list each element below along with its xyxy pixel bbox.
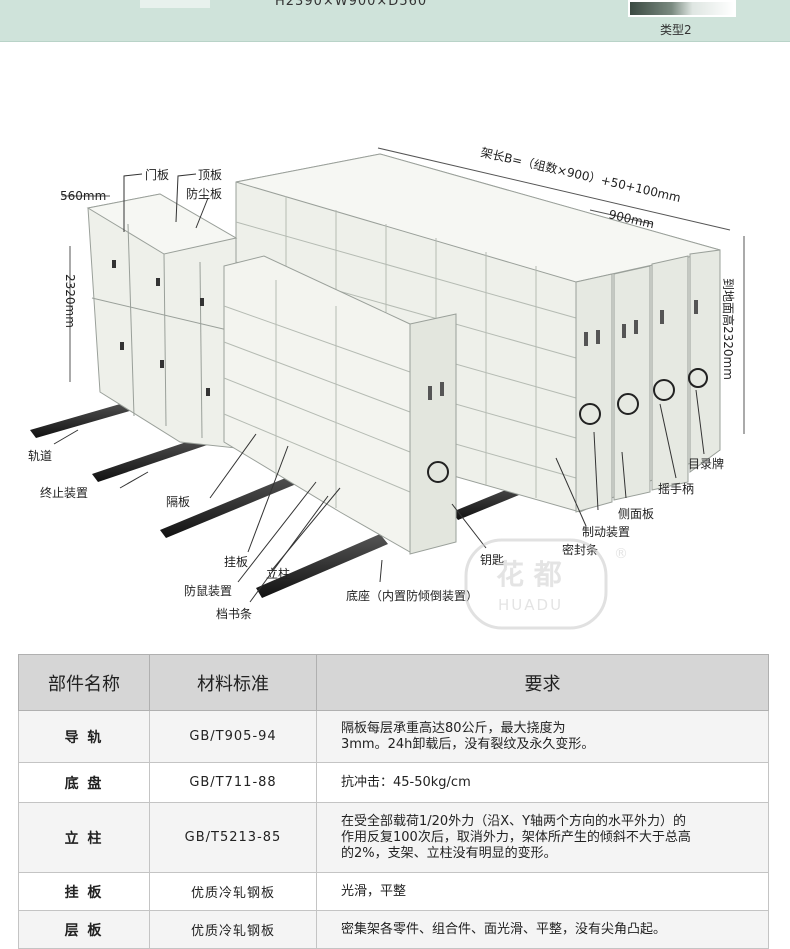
label-dust-panel: 防尘板 xyxy=(186,186,222,201)
front-open-shelf-unit xyxy=(223,255,457,555)
requirement-line: 抗冲击：45-50kg/cm xyxy=(341,774,471,790)
label-stop-device: 终止装置 xyxy=(40,485,88,500)
label-post: 立柱 xyxy=(266,566,290,581)
row-name: 立 柱 xyxy=(18,802,150,873)
previous-product-image-fragment xyxy=(140,0,210,8)
table-header-row: 部件名称 材料标准 要求 xyxy=(18,654,769,711)
dimension-spec-text: H2390×W900×D560 xyxy=(275,0,428,9)
label-rail: 轨道 xyxy=(28,449,52,463)
label-partition: 隔板 xyxy=(166,495,190,509)
label-directory-card: 目录牌 xyxy=(688,457,724,471)
label-anti-rodent: 防鼠装置 xyxy=(184,583,232,598)
label-hanging-plate: 挂板 xyxy=(224,555,248,569)
label-depth: 560mm xyxy=(60,189,106,203)
row-requirement: 隔板每层承重高达80公斤，最大挠度为 3mm。24h卸载后，没有裂纹及永久变形。 xyxy=(316,710,769,763)
requirement-line: 的2%，支架、立柱没有明显的变形。 xyxy=(341,845,557,861)
row-requirement: 抗冲击：45-50kg/cm xyxy=(316,762,769,803)
label-key: 钥匙 xyxy=(480,553,504,567)
table-row: 层 板 优质冷轧钢板 密集架各零件、组合件、面光滑、平整，没有尖角凸起。 xyxy=(18,910,769,949)
row-name: 层 板 xyxy=(18,910,150,949)
label-floor-height: 到地面高2320mm xyxy=(721,278,736,380)
watermark-en: HUADU xyxy=(498,596,563,614)
table-row: 立 柱 GB/T5213-85 在受全部载荷1/20外力（沿X、Y轴两个方向的水… xyxy=(18,802,769,873)
label-base: 底座（内置防倾倒装置） xyxy=(346,588,478,603)
row-material: 优质冷轧钢板 xyxy=(149,872,317,911)
header-requirements: 要求 xyxy=(316,654,769,711)
requirement-line: 3mm。24h卸载后，没有裂纹及永久变形。 xyxy=(341,736,595,752)
huadu-watermark-logo: 花 都 HUADU ® xyxy=(464,538,628,630)
requirement-line: 密集架各零件、组合件、面光滑、平整，没有尖角凸起。 xyxy=(341,921,667,937)
table-row: 底 盘 GB/T711-88 抗冲击：45-50kg/cm xyxy=(18,762,769,803)
row-requirement: 光滑，平整 xyxy=(316,872,769,911)
requirement-line: 作用反复100次后，取消外力，架体所产生的倾斜不大于总高 xyxy=(341,829,691,845)
type2-thumbnail[interactable] xyxy=(628,0,736,17)
requirement-line: 在受全部载荷1/20外力（沿X、Y轴两个方向的水平外力）的 xyxy=(341,813,687,829)
component-spec-table: 部件名称 材料标准 要求 导 轨 GB/T905-94 隔板每层承重高达80公斤… xyxy=(18,654,769,949)
row-name: 导 轨 xyxy=(18,710,150,763)
type2-label: 类型2 xyxy=(660,23,692,37)
header-component-name: 部件名称 xyxy=(18,654,150,711)
watermark-registered: ® xyxy=(614,546,628,562)
header-material-standard: 材料标准 xyxy=(149,654,317,711)
mobile-shelving-diagram: 门板 顶板 防尘板 560mm 2320mm 架长B=（组数×900）+50+1… xyxy=(28,144,745,630)
label-height: 2320mm xyxy=(63,274,77,328)
requirement-line: 隔板每层承重高达80公斤，最大挠度为 xyxy=(341,720,566,736)
row-material: 优质冷轧钢板 xyxy=(149,910,317,949)
label-side-panel: 侧面板 xyxy=(618,507,654,521)
dimension-lines xyxy=(62,147,745,434)
label-door-panel: 门板 xyxy=(145,167,169,182)
row-name: 底 盘 xyxy=(18,762,150,803)
label-book-stop: 档书条 xyxy=(216,607,252,621)
requirement-line: 光滑，平整 xyxy=(341,883,407,899)
row-material: GB/T711-88 xyxy=(149,762,317,803)
label-brake: 制动装置 xyxy=(582,525,630,539)
row-material: GB/T5213-85 xyxy=(149,802,317,873)
row-requirement: 密集架各零件、组合件、面光滑、平整，没有尖角凸起。 xyxy=(316,910,769,949)
row-name: 挂 板 xyxy=(18,872,150,911)
row-requirement: 在受全部载荷1/20外力（沿X、Y轴两个方向的水平外力）的 作用反复100次后，… xyxy=(316,802,769,873)
table-row: 挂 板 优质冷轧钢板 光滑，平整 xyxy=(18,872,769,911)
row-material: GB/T905-94 xyxy=(149,710,317,763)
label-handle: 摇手柄 xyxy=(658,482,694,496)
top-product-band: H2390×W900×D560 类型2 xyxy=(0,0,790,42)
watermark-cn: 花 都 xyxy=(496,558,562,591)
label-top-panel: 顶板 xyxy=(198,168,222,182)
leader-lines xyxy=(53,173,705,603)
table-row: 导 轨 GB/T905-94 隔板每层承重高达80公斤，最大挠度为 3mm。24… xyxy=(18,710,769,763)
